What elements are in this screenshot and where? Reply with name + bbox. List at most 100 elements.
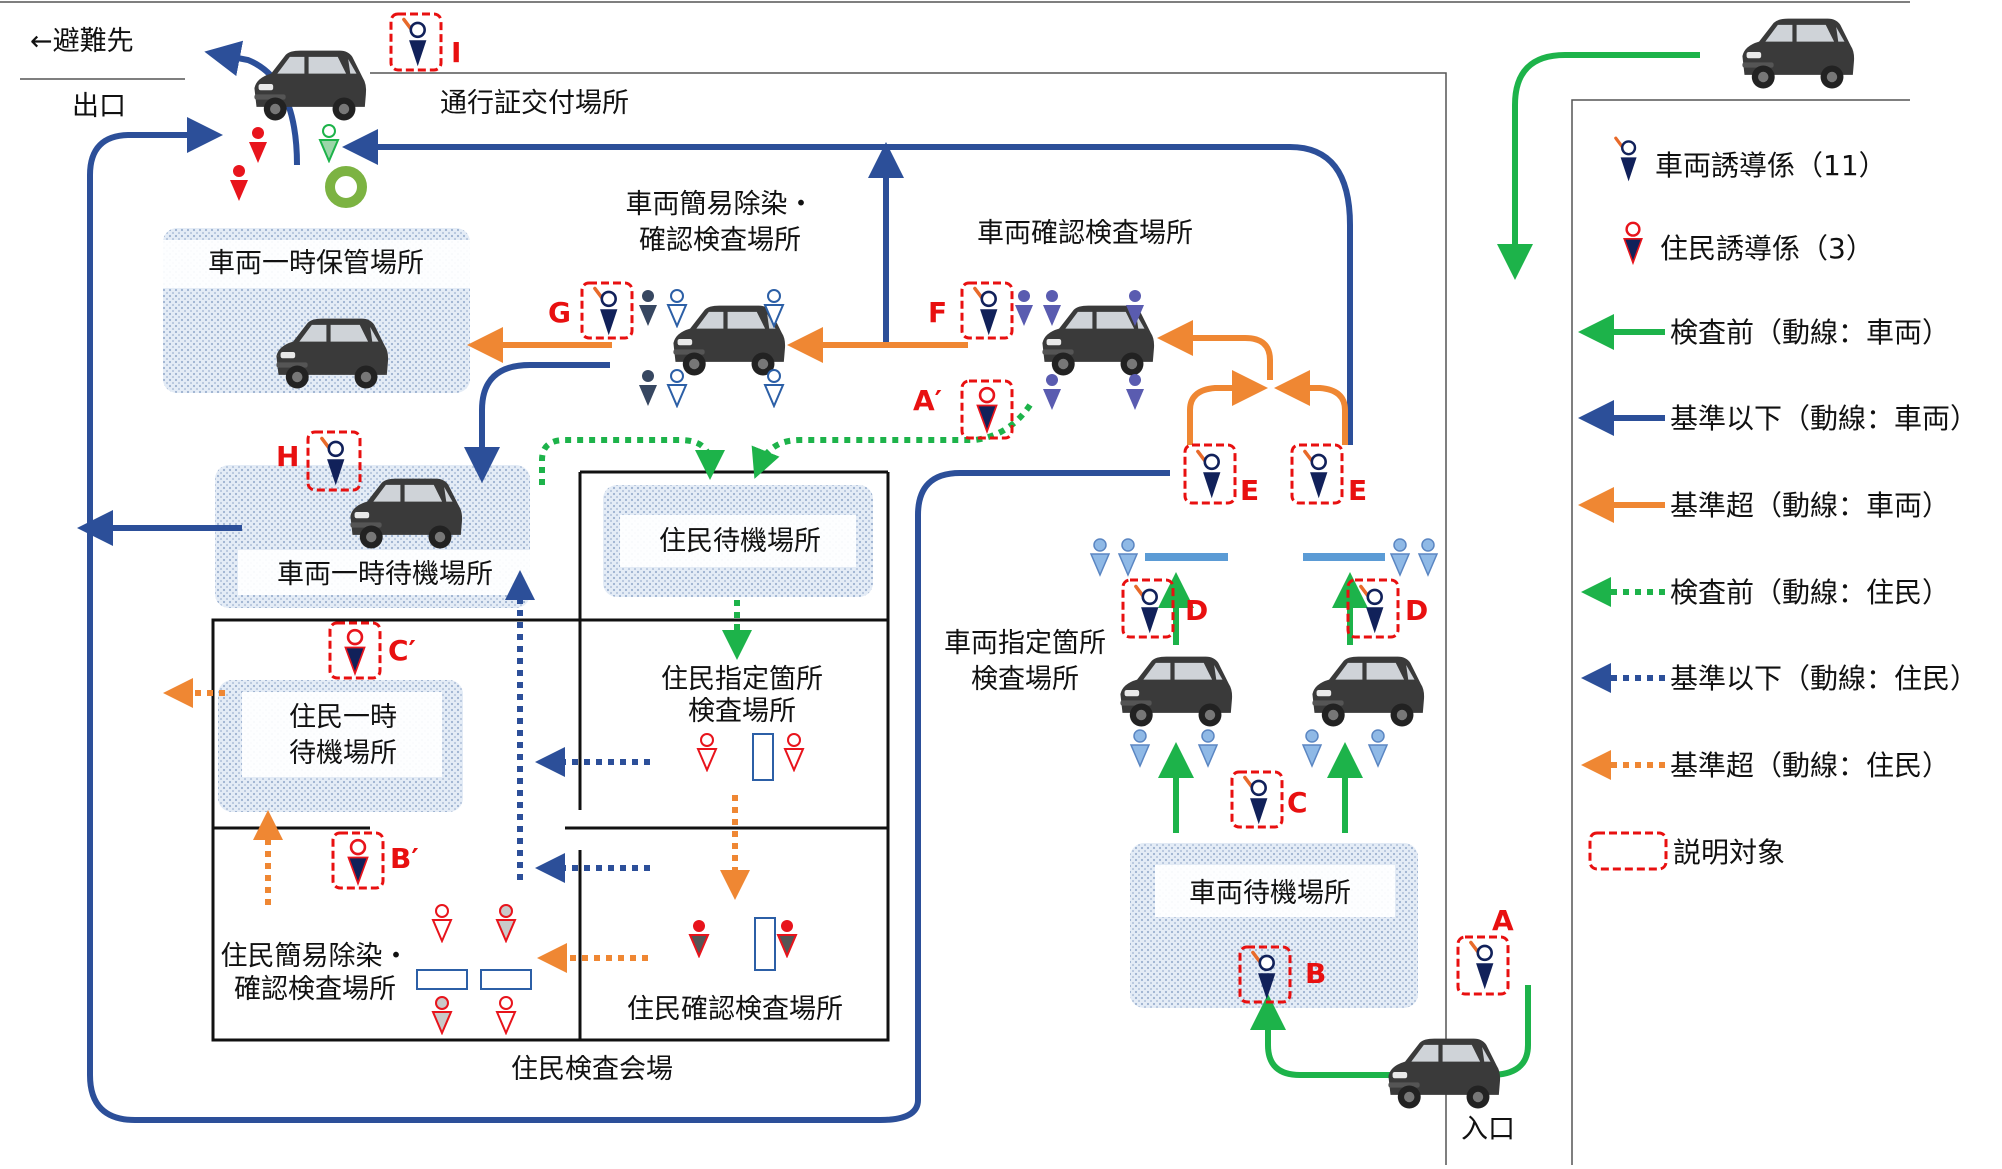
blue-return-to-pass-path — [342, 129, 1353, 445]
resident-temp-label-1: 住民一時 — [289, 702, 397, 733]
person-icon — [1043, 290, 1061, 326]
decon-booth — [416, 969, 468, 990]
decon-booth — [480, 969, 532, 990]
vehicle-guide-F — [960, 281, 1014, 340]
vehicle-guide-B — [1238, 945, 1292, 1004]
resident-wait-label-bg — [620, 515, 856, 567]
legend-below-resident: 基準以下（動線：住民） — [1670, 662, 1978, 695]
blue-outer-loop-path — [87, 117, 1170, 1123]
vehicle-guide-icon — [1468, 940, 1496, 991]
person-icon — [667, 289, 687, 327]
person-icon — [496, 996, 516, 1034]
resident-guide-A-prime — [960, 379, 1014, 440]
vehicle-designated-label-1: 車両指定箇所 — [944, 628, 1106, 659]
car-icon — [254, 50, 367, 121]
vehicle-storage-label-bg — [160, 240, 473, 288]
person-icon — [667, 369, 687, 407]
pass-issuance-label: 通行証交付場所 — [440, 88, 629, 119]
incoming-vehicle-path — [1497, 52, 1700, 280]
vehicle-guide-A — [1456, 935, 1510, 996]
person-icon — [1043, 374, 1061, 410]
resident-guide-B-prime — [331, 831, 385, 890]
person-icon — [777, 919, 797, 957]
resident-guide-icon — [343, 628, 367, 676]
legend-target-box — [1588, 831, 1668, 871]
vehicle-guide-C — [1230, 770, 1284, 829]
car-icon — [1742, 18, 1855, 89]
vehicle-confirm-label: 車両確認検査場所 — [977, 218, 1193, 249]
vehicle-decon-label-2: 確認検査場所 — [639, 225, 801, 256]
person-icon — [1015, 290, 1033, 326]
legend-boundary — [1571, 99, 1910, 1165]
person-icon — [1302, 729, 1322, 767]
vehicle-guide-H — [306, 430, 362, 492]
person-icon — [1368, 729, 1388, 767]
resident-designated-label-2: 検査場所 — [688, 696, 796, 727]
vehicle-guide-icon — [1614, 136, 1639, 183]
resident-guide-icon — [975, 386, 999, 434]
person-icon — [1390, 538, 1410, 576]
legend-over-resident: 基準超（動線：住民） — [1670, 749, 1950, 782]
person-icon — [697, 733, 717, 771]
vehicle-guide-icon — [1242, 775, 1270, 826]
resident-path-to-wait-right — [751, 403, 1033, 479]
person-icon — [1198, 729, 1218, 767]
car-icon — [673, 305, 786, 376]
vehicle-guide-icon — [1133, 584, 1161, 635]
resident-decon-label-1: 住民簡易除染・ — [221, 941, 410, 972]
person-icon — [1090, 538, 1110, 576]
marker-A: A — [1492, 904, 1514, 937]
vehicle-temp-wait-label: 車両一時待機場所 — [277, 559, 493, 590]
legend-below-vehicle: 基準以下（動線：車両） — [1670, 402, 1978, 435]
vehicle-guide-icon — [592, 286, 620, 337]
person-icon — [1126, 374, 1144, 410]
marker-A-prime: A′ — [913, 384, 942, 417]
vehicle-guide-G — [580, 281, 634, 340]
resident-guide-icon — [1622, 221, 1644, 265]
vehicle-designated-label-2: 検査場所 — [971, 664, 1079, 695]
exit-label: 出口 — [72, 91, 126, 122]
vehicle-guide-D-left — [1121, 578, 1175, 639]
vehicle-waiting-label: 車両待機場所 — [1189, 878, 1351, 909]
vehicle-guide-icon — [1358, 584, 1386, 635]
legend-target: 説明対象 — [1673, 836, 1785, 869]
person-icon — [432, 904, 452, 942]
orange-merge-to-confirm — [1157, 320, 1273, 380]
entrance-label: 入口 — [1461, 1114, 1515, 1145]
vehicle-decon-label-1: 車両簡易除染・ — [626, 189, 815, 220]
marker-F: F — [928, 296, 947, 329]
person-icon — [1118, 538, 1138, 576]
resident-wait-label: 住民待機場所 — [659, 526, 821, 557]
person-icon — [249, 127, 267, 163]
resident-designated-label-1: 住民指定箇所 — [661, 664, 823, 695]
ring-icon — [325, 166, 367, 208]
orange-left-lane-up — [1187, 370, 1268, 445]
resident-temp-label-2: 待機場所 — [289, 738, 397, 769]
vehicle-guide-I — [389, 12, 443, 72]
marker-I: I — [451, 36, 461, 69]
legend-resident-guide: 住民誘導係（3） — [1660, 232, 1874, 265]
marker-B-prime: B′ — [390, 842, 419, 875]
legend: 車両誘導係（11） 住民誘導係（3） 検査前（動線：車両） 基準以下（動線：車両… — [1578, 136, 1978, 871]
resident-temp-label-bg — [242, 692, 442, 777]
marker-C: C — [1287, 786, 1308, 819]
marker-D-left: D — [1185, 594, 1208, 627]
person-icon — [689, 919, 709, 957]
car-icon — [1312, 656, 1425, 727]
person-icon — [496, 904, 516, 942]
marker-C-prime: C′ — [388, 634, 416, 667]
vehicle-guide-E-left — [1183, 443, 1237, 505]
resident-decon-label-2: 確認検査場所 — [234, 974, 396, 1005]
resident-venue-label: 住民検査会場 — [511, 1054, 673, 1085]
evacuation-label: ←避難先 — [30, 26, 134, 57]
person-icon — [639, 290, 657, 326]
resident-path-to-wait-left — [539, 437, 725, 485]
marker-G: G — [548, 296, 571, 329]
vehicle-waiting-label-bg — [1155, 865, 1395, 917]
inspection-booth — [752, 733, 774, 781]
person-icon — [639, 370, 657, 406]
marker-E-right: E — [1348, 474, 1367, 507]
person-icon — [1130, 729, 1150, 767]
